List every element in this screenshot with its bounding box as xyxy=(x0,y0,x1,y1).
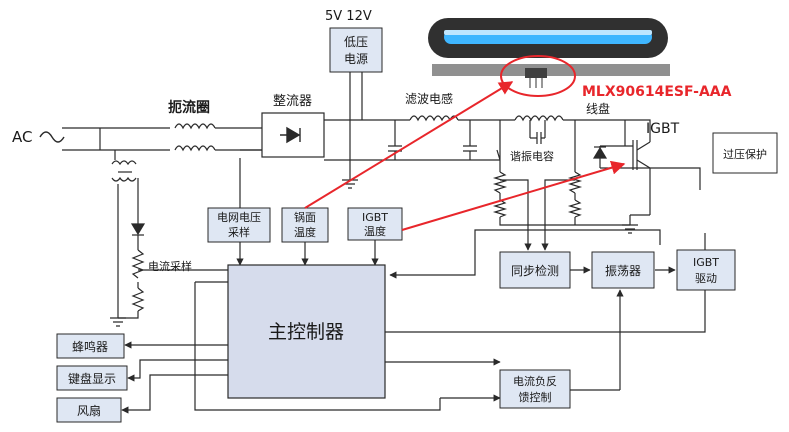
low-power-line2: 电源 xyxy=(344,52,368,66)
main-controller-box xyxy=(227,264,386,399)
divider-res-3 xyxy=(567,171,583,194)
ac-label: AC xyxy=(12,128,32,146)
divider-res-4 xyxy=(567,199,583,218)
choke-coil-top xyxy=(174,123,216,130)
divider-res-1 xyxy=(492,171,508,194)
grid-voltage-line2: 采样 xyxy=(228,225,250,239)
sensor-arrow xyxy=(304,81,514,209)
grid-voltage-box xyxy=(207,207,271,243)
ct-primary xyxy=(111,160,137,166)
fan-label: 风扇 xyxy=(77,403,101,418)
pot-temp-box xyxy=(281,207,329,243)
buzzer-label: 蜂鸣器 xyxy=(72,339,108,354)
pot-temp-line2: 温度 xyxy=(294,225,316,239)
rectifier-label: 整流器 xyxy=(273,94,312,109)
coil-label: 线盘 xyxy=(586,101,610,116)
buzzer-box xyxy=(56,333,125,359)
current-feedback-line1: 电流负反 xyxy=(513,374,557,388)
resistor-sample-2 xyxy=(131,287,145,312)
overvoltage-box xyxy=(712,132,778,174)
resonant-cap xyxy=(530,132,545,144)
igbt-drive-box xyxy=(676,249,736,291)
supply-voltage-label: 5V 12V xyxy=(325,9,372,24)
sensor-label: MLX90614ESF-AAA xyxy=(582,84,732,100)
igbt-temp-box xyxy=(347,207,403,241)
keypad-box xyxy=(56,365,128,391)
keypad-label: 键盘显示 xyxy=(68,371,116,386)
ground-left xyxy=(110,317,126,327)
grid-voltage-line1: 电网电压 xyxy=(217,211,261,224)
induction-coil-graphic xyxy=(428,18,670,97)
diode-icon xyxy=(280,126,301,144)
ground-igbt xyxy=(622,224,638,234)
fan-box xyxy=(56,397,122,423)
igbt-temp-line1: IGBT xyxy=(362,211,388,224)
choke-coil-bottom xyxy=(174,145,216,152)
main-controller-label: 主控制器 xyxy=(268,321,344,343)
current-feedback-line2: 馈控制 xyxy=(519,390,552,404)
igbt-drive-line1: IGBT xyxy=(693,256,719,269)
current-feedback-box xyxy=(499,369,571,409)
ac-symbol-icon xyxy=(39,131,65,143)
divider-res-2 xyxy=(492,199,508,218)
igbt-temp-arrow xyxy=(401,160,626,231)
resistor-sample-1 xyxy=(131,249,145,279)
low-power-box xyxy=(329,27,383,73)
overvoltage-label: 过压保护 xyxy=(723,147,767,161)
current-sample-label: 电流采样 xyxy=(148,259,192,273)
sync-detect-label: 同步检测 xyxy=(511,263,559,278)
coil-inductor xyxy=(514,115,564,122)
choke-label: 扼流圈 xyxy=(168,99,210,116)
pot-temp-line1: 锅面 xyxy=(294,211,316,224)
low-power-line1: 低压 xyxy=(344,35,368,49)
filter-cap-2 xyxy=(463,120,477,160)
resonant-cap-label: 谐振电容 xyxy=(510,149,554,163)
igbt-temp-line2: 温度 xyxy=(364,224,386,238)
igbt-drive-line2: 驱动 xyxy=(695,272,717,285)
sensor-highlight-circle xyxy=(500,55,576,97)
oscillator-label: 振荡器 xyxy=(605,264,641,278)
ct-secondary xyxy=(111,176,137,182)
oscillator-box xyxy=(591,251,655,289)
filter-cap-1 xyxy=(388,120,402,160)
igbt-label: IGBT xyxy=(646,121,680,137)
line-main-to-drive xyxy=(385,290,706,333)
filter-inductor-label: 滤波电感 xyxy=(405,91,453,106)
sync-detect-box xyxy=(499,251,571,289)
